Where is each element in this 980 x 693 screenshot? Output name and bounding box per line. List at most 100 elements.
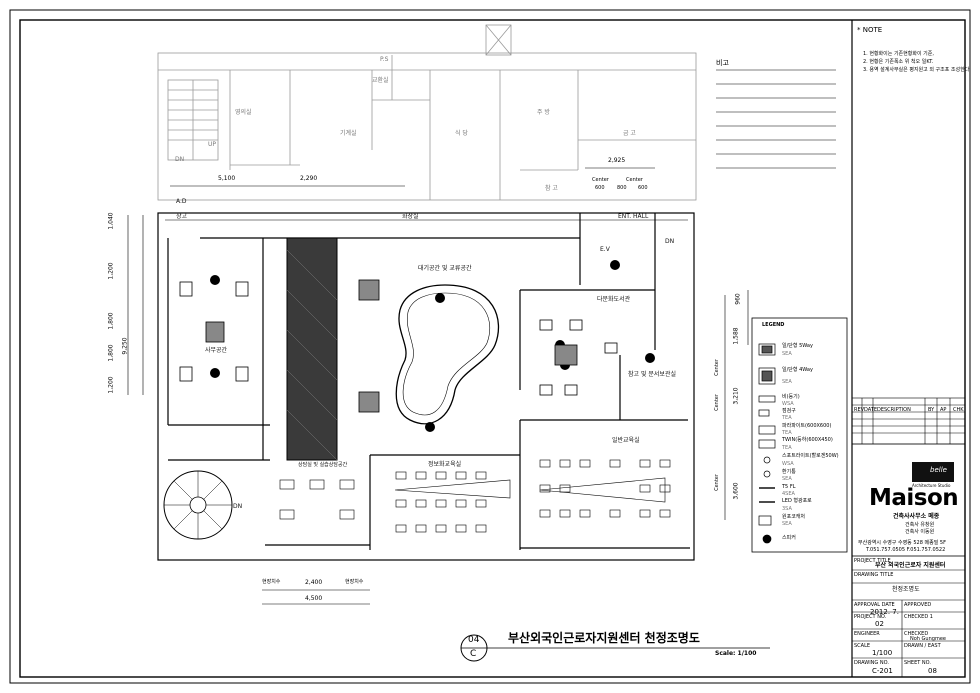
inner-border: [19, 19, 966, 678]
dim-bottom-1: 2,400: [305, 579, 323, 586]
brand-tag: belle: [930, 466, 947, 474]
dim-left-3: 1,800: [107, 312, 115, 330]
drawing-sheet-letter: C: [470, 649, 477, 659]
dim-small-1: 600: [595, 185, 605, 191]
room-consult: 상담실 및 실습상담공간: [298, 462, 348, 468]
room-toilet: 화장실: [402, 213, 419, 220]
spiral-stair-core: [189, 496, 207, 514]
drawing-title-label: DRAWING TITLE: [854, 572, 894, 578]
room-ad: A.D: [176, 198, 187, 205]
spiral-steps: [164, 471, 232, 539]
legend-item-6-sub: TEA: [782, 445, 792, 451]
drawn-label: DRAWN / EAST: [904, 643, 941, 649]
room-archive: 참고 및 문서보관실: [628, 371, 676, 378]
legend-item-8-sub: SEA: [782, 476, 792, 482]
outer-border: [9, 9, 971, 684]
dim-center-2: Center: [626, 177, 643, 183]
remark-label: 비고: [716, 59, 729, 67]
dim-left-6: 1,200: [107, 376, 115, 394]
approved-label: APPROVED: [904, 602, 932, 608]
legend-item-9: T5 FL: [782, 484, 796, 490]
room-upper-7: 참 고: [545, 185, 558, 192]
central-counter: [395, 284, 500, 425]
label-dn-2: DN: [233, 503, 243, 510]
legend-title: LEGEND: [762, 322, 785, 328]
room-upper-8: P.S: [380, 56, 389, 63]
dim-center-5: Center: [713, 474, 720, 491]
dim-left-1: 1,040: [107, 212, 115, 230]
scale-label: SCALE: [854, 643, 871, 649]
room-ev: E.V: [600, 246, 610, 253]
hatch-lines: [286, 249, 338, 461]
dim-bottom-3: 현장치수: [262, 579, 281, 585]
approval-date: 2012. 7.: [870, 608, 899, 616]
room-library: 다문화도서관: [597, 296, 631, 303]
firm-phone: T.051.757.0505 F.051.757.0522: [866, 547, 946, 553]
legend-item-7: 스포트라이트(할로겐50W): [782, 453, 839, 459]
tb-header-description: DESCRIPTION: [877, 407, 911, 413]
legend-item-5-sub: TEA: [782, 430, 792, 436]
engineer-label: ENGINEER: [854, 631, 880, 637]
titleblock-grid: [851, 397, 966, 677]
room-office: 사무공간: [205, 347, 228, 354]
label-up: UP: [208, 141, 217, 148]
checked-label: CHECKED 1: [904, 614, 933, 620]
drawing-title: 부산외국인근로자지원센터 천정조명도: [508, 631, 700, 645]
central-counter-inner: [402, 292, 491, 416]
dim-top-1: 5,100: [218, 175, 236, 182]
room-upper-2: 기계실: [340, 130, 357, 137]
legend-item-3-sub: WSA: [782, 401, 794, 407]
dim-center-3: Center: [713, 359, 720, 376]
legend-item-1: 일/단형 5Way: [782, 343, 813, 349]
projector-beams: [394, 477, 666, 503]
dim-top-3: 2,925: [608, 157, 626, 164]
tb-header-ap: AP: [940, 407, 947, 413]
architect-1: 건축사 유창원: [905, 522, 935, 528]
firm-name: 건축사사무소 메종: [893, 513, 940, 520]
legend-item-11: 원포코캐처: [782, 514, 806, 520]
dim-right-3: 3,210: [732, 387, 740, 405]
label-dn-1: DN: [665, 238, 675, 245]
legend-item-7-sub: WSA: [782, 461, 794, 467]
legend-box: [751, 317, 848, 553]
dim-left-5: 1,800: [107, 344, 115, 362]
room-upper-5: 금 고: [623, 130, 636, 137]
legend-item-9-sub: 4SEA: [782, 491, 795, 497]
project-no: 02: [875, 620, 884, 628]
room-ent-hall: ENT. HALL: [618, 213, 649, 220]
legend-item-3: 비(등기): [782, 394, 800, 400]
note-item-1: 1. 현황화이는 기존현황화이 기준,: [863, 51, 934, 57]
checked2-value: Noh Gungmee: [910, 636, 946, 642]
sheet-no: 08: [928, 667, 937, 675]
checked2-label: CHECKED: [904, 631, 929, 637]
firm-address: 부산광역시 수영구 수영동 528 메종빌 5F: [858, 540, 946, 546]
dim-right-1: 960: [734, 293, 742, 305]
scale-value: 1/100: [872, 649, 893, 657]
project-title-label: PROJECT TITLE: [854, 558, 891, 564]
drawing-title-tb: 천정조명도: [892, 586, 920, 593]
floor-plan-walls: [157, 212, 695, 561]
hatched-zone: [286, 237, 338, 461]
dimension-lines: [127, 167, 749, 605]
remark-lines: [716, 69, 836, 169]
note-item-3: 3. 용역 설계사무실은 평지원고 외 구조포 조성한다.: [863, 67, 971, 73]
brand-bar: [912, 462, 954, 482]
tb-header-chk: CHK: [953, 407, 964, 413]
dim-right-2: 1,588: [732, 327, 740, 345]
note-item-2: 2. 현황은 기존폭소 위 척오 일KT.: [863, 59, 934, 65]
room-lounge: 대기공간 및 교류공간: [418, 265, 472, 272]
legend-item-2: 일/단형 4Way: [782, 367, 813, 373]
dim-bottom-4: 현장치수: [345, 579, 364, 585]
legend-item-10-sub: 3SA: [782, 506, 792, 512]
brand-name: Maison: [869, 485, 959, 511]
dim-right-4: 3,600: [732, 482, 740, 500]
drawing-no: C-201: [872, 667, 893, 675]
drawing-no-label: DRAWING NO.: [854, 660, 889, 666]
dim-center-1: Center: [592, 177, 609, 183]
legend-item-6: TWIN(등하(600X450): [782, 437, 833, 443]
drawing-scale: Scale: 1/100: [715, 650, 757, 657]
legend-item-12: 스피커: [782, 535, 796, 541]
legend-item-11-sub: SEA: [782, 521, 792, 527]
legend-item-4: 점검구: [782, 408, 796, 414]
drawing-number: 04: [468, 635, 480, 645]
